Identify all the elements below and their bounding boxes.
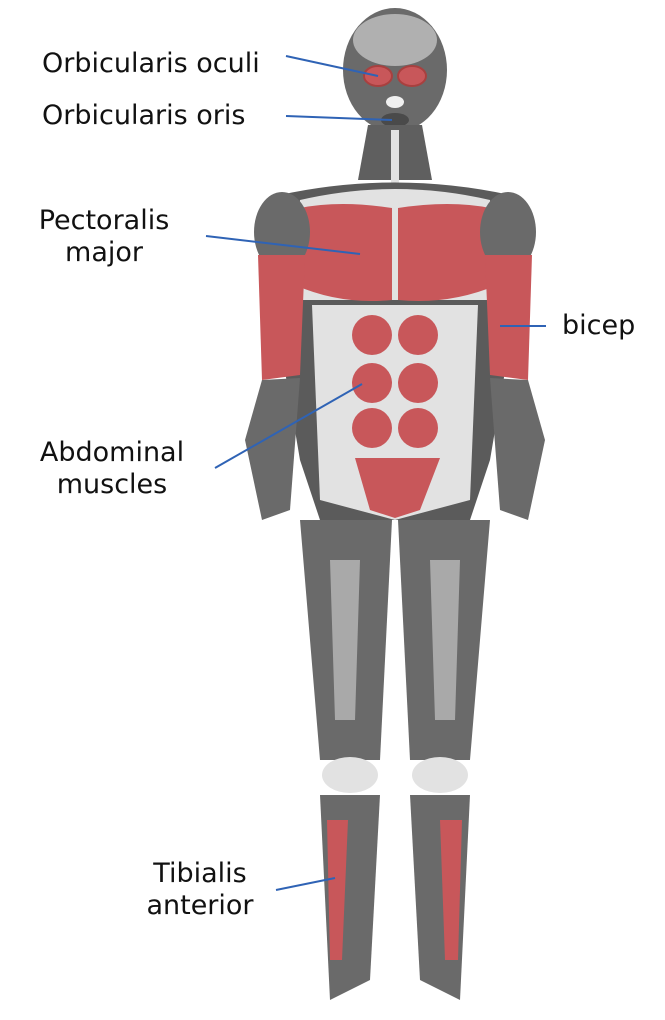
forehead-highlight [353,14,437,66]
label-abdominal-line1: Abdominal [22,437,202,469]
label-abdominal-line2: muscles [22,469,202,501]
label-pectoralis-line2: major [34,237,174,269]
label-pectoralis-line1: Pectoralis [34,205,174,237]
label-abdominal-muscles: Abdominal muscles [22,437,202,501]
label-bicep: bicep [562,310,635,342]
abs-2 [398,315,438,355]
label-tibialis-line1: Tibialis [120,858,280,890]
nose [386,96,404,108]
thigh-right-inner [430,560,460,720]
knee-right [412,757,468,793]
label-pectoralis-major: Pectoralis major [34,205,174,269]
abs-6 [398,408,438,448]
knee-left [322,757,378,793]
label-tibialis-anterior: Tibialis anterior [120,858,280,922]
upper-arm-left [258,255,305,380]
label-tibialis-line2: anterior [120,890,280,922]
eye-right [398,66,426,86]
label-orbicularis-oris: Orbicularis oris [42,100,245,132]
forearm-right [490,378,545,520]
label-orbicularis-oculi: Orbicularis oculi [42,48,260,80]
abs-3 [352,363,392,403]
abs-1 [352,315,392,355]
abs-4 [398,363,438,403]
abs-5 [352,408,392,448]
upper-arm-right [485,255,532,380]
thigh-left-inner [330,560,360,720]
forearm-left [245,378,300,520]
body-silhouette [245,8,545,1000]
